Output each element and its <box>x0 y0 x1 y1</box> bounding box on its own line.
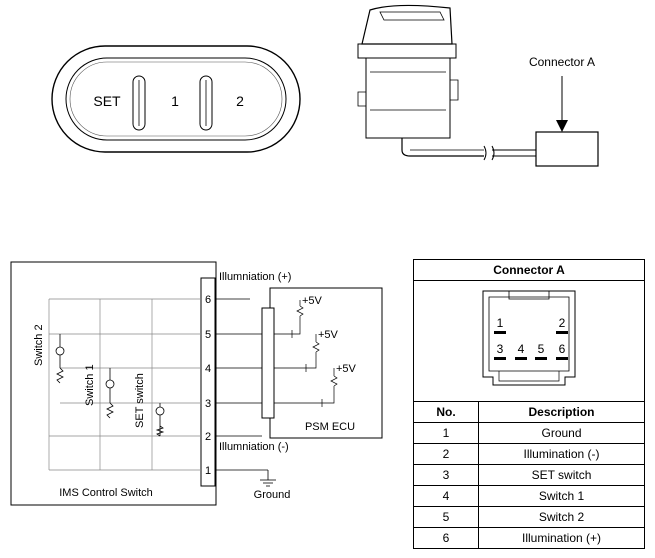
row-no: 6 <box>413 527 479 549</box>
divider-1-2 <box>199 75 213 131</box>
row-desc: Illumination (+) <box>478 527 645 549</box>
row-desc: SET switch <box>478 464 645 486</box>
row-desc: Illumination (-) <box>478 443 645 465</box>
face-pin-6: 6 <box>559 342 566 356</box>
switch-housing <box>361 4 453 45</box>
connector-face-drawing: 1 2 3 4 5 6 <box>482 290 576 386</box>
connector-a-callout: Connector A <box>529 55 595 69</box>
pin-4: 4 <box>205 363 211 375</box>
switch2-label: Switch 2 <box>33 324 45 366</box>
connector-a-title: Connector A <box>413 259 645 281</box>
connector-pointer-arrow <box>556 120 568 132</box>
pin-6: 6 <box>205 294 211 306</box>
row-no: 3 <box>413 464 479 486</box>
psm-ecu-box <box>269 287 383 439</box>
v5-label-1: +5V <box>302 295 323 307</box>
pin-1: 1 <box>205 465 211 477</box>
row-no: 2 <box>413 443 479 465</box>
divider-set-1 <box>132 75 146 131</box>
switch-panel-front: SET 1 2 <box>51 45 301 153</box>
connector-a-body <box>535 131 599 167</box>
face-pin-1: 1 <box>497 316 504 330</box>
set-switch-label: SET switch <box>134 373 146 428</box>
button-2[interactable]: 2 <box>236 93 244 109</box>
switch-connector-strip <box>200 277 216 487</box>
ims-control-switch-label: IMS Control Switch <box>59 487 153 499</box>
wiring-schematic: Switch 2 Switch 1 SET switch IMS Control… <box>10 261 383 506</box>
panel-inner-bezel <box>65 57 287 141</box>
psm-ecu-label: PSM ECU <box>305 421 355 433</box>
face-pin-4: 4 <box>518 342 525 356</box>
v5-label-2: +5V <box>318 329 339 341</box>
ims-control-switch-box <box>10 261 217 506</box>
face-pin-5: 5 <box>538 342 545 356</box>
button-1[interactable]: 1 <box>171 93 179 109</box>
switch1-label: Switch 1 <box>84 364 96 406</box>
illumination-plus-label: Illumniation (+) <box>219 271 291 283</box>
panel-outer-bezel <box>51 45 301 153</box>
switch1-contact <box>105 379 115 389</box>
pin-3: 3 <box>205 398 211 410</box>
switch-side-view: Connector A <box>357 4 599 167</box>
face-pin-2: 2 <box>559 316 566 330</box>
row-desc: Ground <box>478 422 645 444</box>
button-set[interactable]: SET <box>93 93 121 109</box>
pin-5: 5 <box>205 329 211 341</box>
illumination-minus-label: Illumniation (-) <box>219 441 289 453</box>
row-desc: Switch 1 <box>478 485 645 507</box>
connector-face-cell: 1 2 3 4 5 6 <box>413 280 645 402</box>
row-desc: Switch 2 <box>478 506 645 528</box>
row-no: 1 <box>413 422 479 444</box>
col-header-no: No. <box>413 401 479 423</box>
set-switch-contact <box>155 406 165 416</box>
face-pin-3: 3 <box>497 342 504 356</box>
col-header-description: Description <box>478 401 645 423</box>
row-no: 5 <box>413 506 479 528</box>
connector-a-table: Connector A 1 2 3 4 5 <box>413 259 645 549</box>
row-no: 4 <box>413 485 479 507</box>
ecu-connector-strip <box>261 307 275 419</box>
pin-2: 2 <box>205 431 211 443</box>
ground-label: Ground <box>254 489 291 501</box>
v5-label-3: +5V <box>336 363 357 375</box>
wire-harness <box>401 138 484 157</box>
switch2-contact <box>55 346 65 356</box>
